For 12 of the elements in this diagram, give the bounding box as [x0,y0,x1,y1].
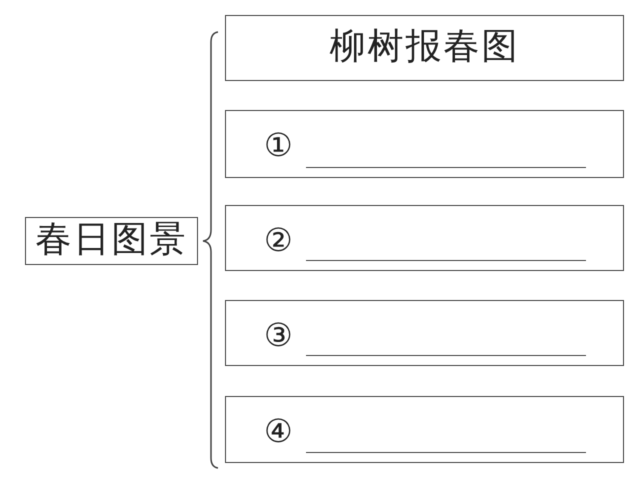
topic-box [25,217,198,265]
answer-box [225,205,624,271]
item-number: ③ [264,319,293,351]
item-number: ② [264,224,293,256]
item-number: ④ [264,415,293,447]
answer-box [225,300,624,366]
title-label: 柳树报春图 [328,29,520,65]
title-box [225,15,624,81]
answer-box [225,396,624,463]
answer-box [225,110,624,178]
topic-label: 春日图景 [34,222,188,258]
item-number: ① [264,129,293,161]
